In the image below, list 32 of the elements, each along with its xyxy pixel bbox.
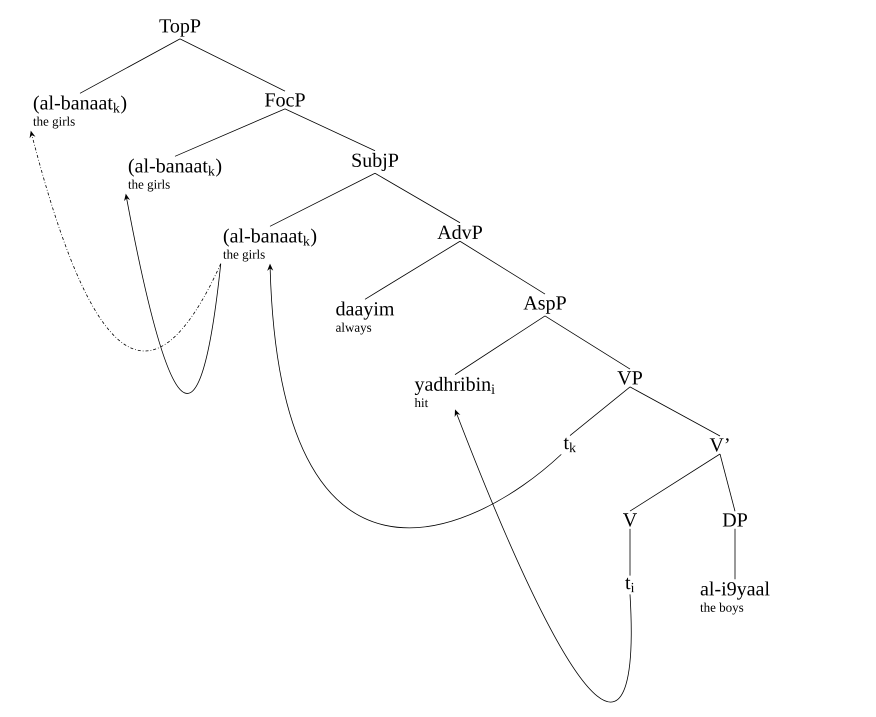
tree-node-label: AdvP (437, 224, 482, 240)
tree-node-label: V (623, 513, 637, 527)
tree-branch (364, 240, 460, 300)
tree-branch (734, 528, 736, 580)
tree-node-label: t$_{k}$ (564, 438, 576, 452)
tree-node-label: DP (722, 513, 747, 527)
tree-branch (270, 172, 376, 227)
tree-branch (374, 172, 460, 224)
word-with-gloss: daayim always (336, 301, 394, 334)
tree-node-label: SubjP (352, 152, 398, 172)
tree-branch (630, 386, 720, 436)
tree-branch (180, 38, 286, 92)
tree-branch (454, 316, 546, 376)
tree-branch (284, 108, 376, 152)
tree-node-label: AspP (524, 296, 566, 314)
word-with-gloss: yadhribin$_{i}$ hit (414, 376, 495, 408)
tree-node-label: FocP (265, 93, 305, 107)
tree-branch (570, 386, 630, 436)
word-with-gloss: (al-banaat$_{k}$) the girls (128, 158, 222, 192)
word-with-gloss: (al-banaat$_{k}$) the girls (33, 96, 126, 128)
tree-node-label: t$_{i}$ (625, 578, 634, 592)
tree-branch (544, 316, 630, 370)
tree-branch (174, 108, 286, 157)
tree-branch (460, 240, 546, 294)
tree-node-label: V’ (710, 438, 729, 452)
tree-branch (630, 454, 720, 512)
tree-node-label: TopP (159, 19, 200, 37)
tree-node-label: VP (617, 371, 642, 385)
word-with-gloss: (al-banaat$_{k}$) the girls (223, 228, 316, 262)
tree-branch (80, 38, 180, 94)
word-with-gloss: al-i9yaal the boys (700, 581, 770, 614)
tree-branch (720, 454, 736, 512)
